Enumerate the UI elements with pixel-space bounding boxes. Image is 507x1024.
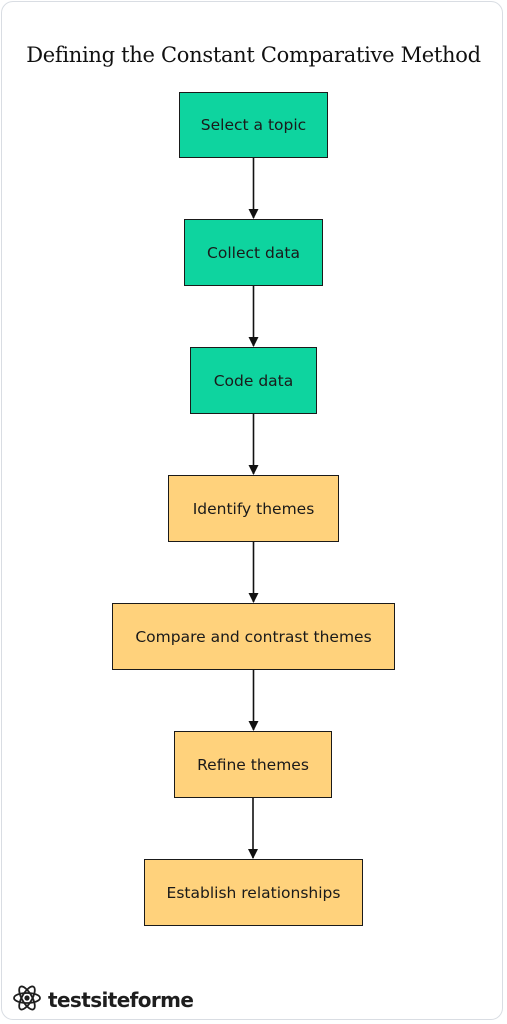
step-identify-themes: Identify themes xyxy=(168,475,339,542)
step-refine-themes: Refine themes xyxy=(174,731,332,798)
atom-logo-icon xyxy=(12,983,42,1017)
step-compare-contrast-themes: Compare and contrast themes xyxy=(112,603,395,670)
step-select-topic: Select a topic xyxy=(179,92,328,158)
step-code-data: Code data xyxy=(190,347,317,414)
brand-logo: testsiteforme xyxy=(12,983,194,1017)
brand-name: testsiteforme xyxy=(48,988,194,1012)
step-collect-data: Collect data xyxy=(184,219,323,286)
step-establish-relationships: Establish relationships xyxy=(144,859,363,926)
diagram-title: Defining the Constant Comparative Method xyxy=(26,43,481,67)
